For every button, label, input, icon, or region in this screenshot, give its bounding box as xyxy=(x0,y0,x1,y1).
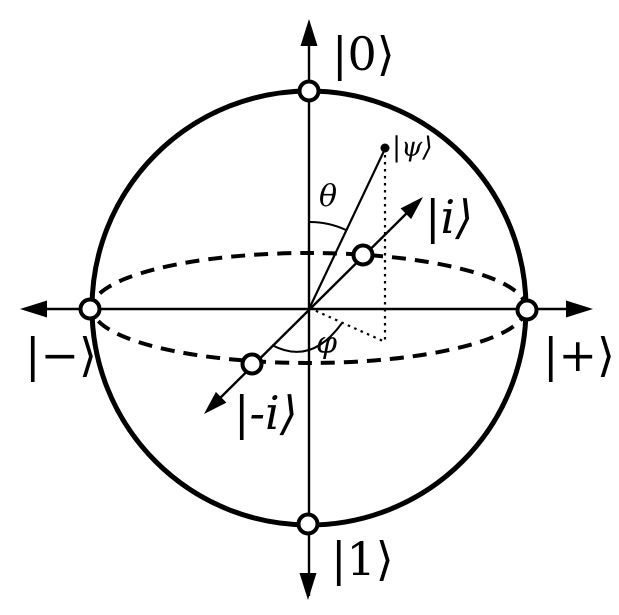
psi-point xyxy=(380,143,390,153)
label-state-psi: |ψ⟩ xyxy=(392,132,433,163)
node-ket-plus xyxy=(515,298,539,322)
label-phi: φ xyxy=(316,326,337,361)
label-ket-minus: |−⟩ xyxy=(25,328,97,382)
theta-arc xyxy=(308,220,347,231)
node-ket-minus-i xyxy=(240,352,264,376)
psi-vector xyxy=(308,150,385,309)
node-ket-minus xyxy=(78,297,102,321)
y-axis-line xyxy=(209,202,418,409)
label-ket-0: |0⟩ xyxy=(332,27,395,81)
label-theta: θ xyxy=(319,179,337,214)
label-ket-minus-i: |-i⟩ xyxy=(234,386,298,440)
arrowhead-i-icon xyxy=(400,197,423,220)
node-ket-1 xyxy=(296,512,320,536)
phi-arc xyxy=(271,322,343,353)
label-ket-1: |1⟩ xyxy=(331,532,394,586)
node-ket-i xyxy=(351,243,375,267)
node-ket-0 xyxy=(297,79,321,103)
label-ket-plus: |+⟩ xyxy=(543,328,615,382)
arrowhead-down-icon xyxy=(299,573,317,600)
arrowhead-left-icon xyxy=(20,300,47,318)
arrowhead-up-icon xyxy=(300,19,318,46)
arrowhead-right-icon xyxy=(566,300,593,318)
arrowhead-minus-i-icon xyxy=(204,391,227,414)
label-ket-i: |i⟩ xyxy=(425,190,473,244)
